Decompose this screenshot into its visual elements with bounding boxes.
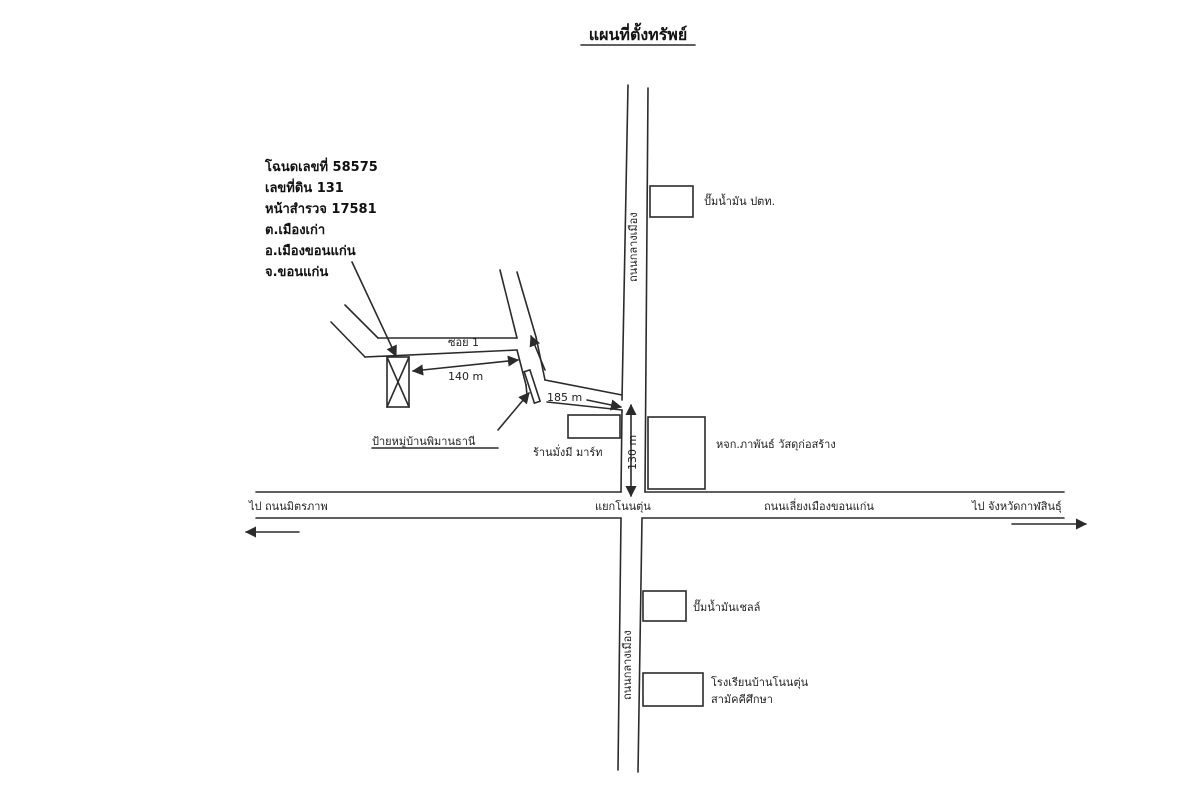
distance-130-label: 130 m	[626, 435, 639, 470]
horizontal-road-label: ถนนเลี่ยงเมืองขอนแก่น	[764, 498, 874, 513]
deed-pointer-arrow	[351, 261, 397, 358]
east-direction-label: ไป จังหวัดกาฬสินธุ์	[971, 500, 1062, 513]
hardware-store-label: หจก.ภาพันธ์ วัสดุก่อสร้าง	[716, 438, 836, 451]
distance-185-arrow-end	[586, 399, 623, 411]
survey-page: หน้าสำรวจ 17581	[265, 201, 377, 217]
shop-box	[567, 414, 621, 439]
shop-label: ร้านมั่งมี มาร์ท	[533, 444, 603, 459]
land-number: เลขที่ดิน 131	[265, 178, 344, 196]
deed-info: โฉนดเลขที่ 58575 เลขที่ดิน 131 หน้าสำรวจ…	[264, 157, 378, 280]
shell-station-label: ปั๊มน้ำมันเชลล์	[693, 599, 760, 614]
village-sign-arrow	[497, 392, 530, 431]
district: อ.เมืองขอนแก่น	[265, 243, 356, 259]
main-horizontal-road	[255, 491, 1065, 519]
subdistrict: ต.เมืองเก่า	[265, 222, 325, 238]
main-vertical-road	[617, 84, 649, 773]
vertical-road-north-label: ถนนกลางเมือง	[627, 212, 640, 282]
distance-185-label: 185 m	[547, 391, 582, 404]
village-sign-marker	[523, 368, 542, 405]
shell-station-box	[642, 590, 687, 622]
school-label-line1: โรงเรียนบ้านโนนตุ่น	[711, 675, 809, 689]
property-plot	[386, 356, 410, 408]
distance-140-label: 140 m	[448, 370, 483, 383]
deed-number: โฉนดเลขที่ 58575	[264, 157, 378, 175]
ptt-station-box	[649, 185, 694, 218]
school-label-line2: สามัคคีศึกษา	[711, 693, 773, 706]
province: จ.ขอนแก่น	[265, 265, 328, 280]
soi-1-road	[330, 304, 518, 358]
intersection-label: แยกโนนตุ่น	[595, 499, 651, 513]
side-road	[499, 269, 623, 411]
distance-185-arrow-start	[529, 334, 546, 371]
ptt-station-label: ปั๊มน้ำมัน ปตท.	[704, 193, 775, 208]
map-title: แผนที่ตั้งทรัพย์	[589, 22, 687, 44]
soi-label: ซอย 1	[448, 336, 479, 349]
hardware-store-box	[647, 416, 706, 490]
west-direction-label: ไป ถนนมิตรภาพ	[248, 500, 328, 513]
vertical-road-south-label: ถนนกลางเมือง	[621, 630, 634, 700]
village-sign-label: ป้ายหมู่บ้านพิมานธานี	[372, 435, 476, 448]
distance-140-arrow	[411, 355, 520, 376]
school-box	[642, 672, 704, 707]
